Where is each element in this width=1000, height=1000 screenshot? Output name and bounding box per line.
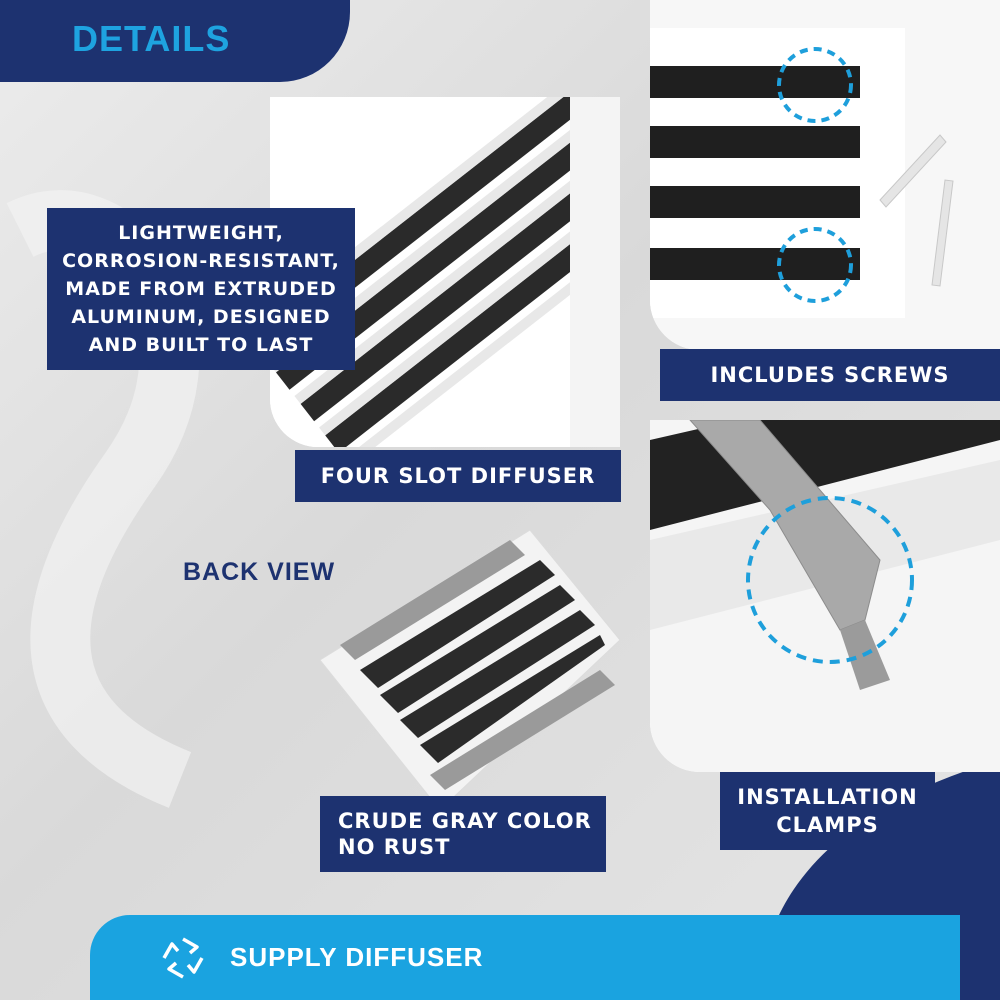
shutter-logo-icon: [162, 937, 204, 979]
back-view-heading: BACK VIEW: [183, 558, 336, 586]
description-line: ALUMINUM, DESIGNED: [71, 306, 331, 328]
four-slot-photo: [270, 97, 620, 447]
screws-photo: [650, 0, 1000, 350]
clamps-line: INSTALLATION: [737, 785, 918, 809]
screws-label: INCLUDES SCREWS: [660, 349, 1000, 401]
description-line: AND BUILT TO LAST: [88, 334, 314, 356]
crude-gray-label: CRUDE GRAY COLOR NO RUST: [320, 796, 606, 872]
clamps-photo: [650, 420, 1000, 772]
clamps-illustration: [650, 420, 1000, 772]
back-view-illustration: [319, 529, 621, 811]
screws-illustration: [650, 0, 1000, 350]
clamps-line: CLAMPS: [776, 813, 879, 837]
footer-title: SUPPLY DIFFUSER: [230, 942, 484, 972]
crude-line: NO RUST: [338, 835, 451, 859]
description-box: LIGHTWEIGHT, CORROSION-RESISTANT, MADE F…: [47, 208, 355, 370]
four-slot-text: FOUR SLOT DIFFUSER: [320, 464, 596, 488]
diffuser-front-illustration: [270, 97, 620, 447]
footer-bar: SUPPLY DIFFUSER: [90, 915, 960, 1000]
description-line: MADE FROM EXTRUDED: [65, 278, 337, 300]
header-tab: DETAILS: [0, 0, 350, 82]
clamps-label: INSTALLATION CLAMPS: [720, 772, 935, 850]
screws-text: INCLUDES SCREWS: [710, 363, 950, 387]
crude-line: CRUDE GRAY COLOR: [338, 809, 592, 833]
description-line: CORROSION-RESISTANT,: [62, 250, 340, 272]
page-title: DETAILS: [72, 18, 231, 59]
four-slot-label: FOUR SLOT DIFFUSER: [295, 450, 621, 502]
description-line: LIGHTWEIGHT,: [118, 222, 284, 244]
